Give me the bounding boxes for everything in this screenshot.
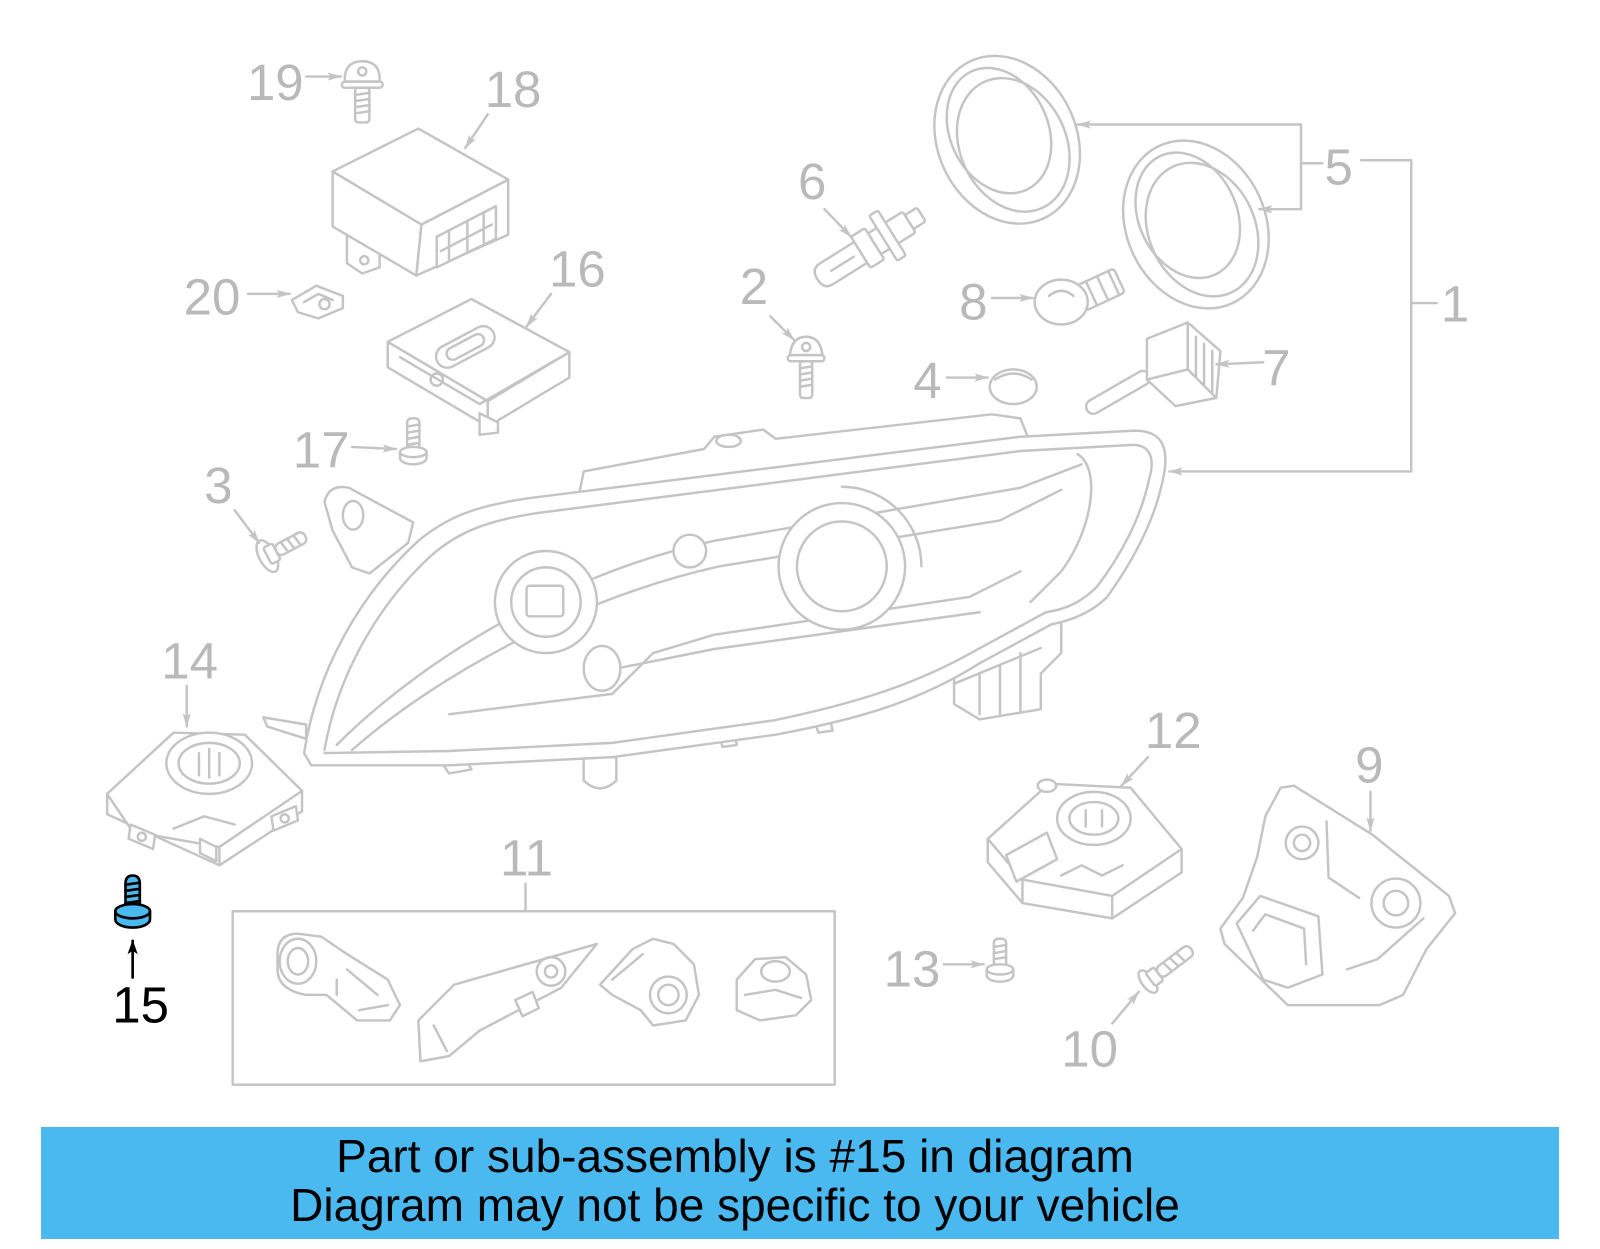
- callout-17: 17: [293, 421, 350, 478]
- callout-13: 13: [884, 941, 941, 998]
- arrow-3: [233, 508, 261, 545]
- part-7-xenon-bulb: [1084, 321, 1222, 416]
- banner-line-disclaimer: Diagram may not be specific to your vehi…: [290, 1179, 1180, 1231]
- arrow-12: [1120, 755, 1150, 787]
- arrow-2: [769, 315, 796, 342]
- callout-16: 16: [549, 241, 606, 298]
- part-15-screw-highlighted: [113, 874, 152, 929]
- part-1-headlamp-assembly: [262, 413, 1167, 790]
- callout-10: 10: [1061, 1020, 1118, 1077]
- arrow-10: [1111, 990, 1140, 1025]
- arrow-16: [525, 292, 553, 328]
- part-17-screw: [398, 417, 428, 466]
- callout-19: 19: [247, 54, 304, 111]
- part-4-cap: [988, 368, 1038, 406]
- callout-3: 3: [204, 457, 232, 514]
- part-16-ballast: [386, 297, 571, 436]
- part-2-screw: [786, 335, 826, 400]
- part-10-bolt: [1137, 945, 1195, 995]
- banner-line-part-reference: Part or sub-assembly is #15 in diagram: [336, 1130, 1134, 1182]
- callout-18: 18: [485, 61, 542, 118]
- callout-1: 1: [1441, 275, 1469, 332]
- part-12-module: [986, 778, 1183, 920]
- arrow-18: [464, 113, 489, 150]
- arrow-17: [350, 444, 398, 453]
- callout-14: 14: [161, 633, 218, 690]
- part-3-bolt: [255, 531, 308, 574]
- part-8-bulb: [1033, 268, 1126, 326]
- callout-2: 2: [740, 258, 768, 315]
- part-20-clip: [290, 284, 345, 320]
- callout-4: 4: [913, 352, 941, 409]
- callout-12: 12: [1145, 702, 1202, 759]
- part-9-bracket: [1219, 784, 1457, 1007]
- callout-5: 5: [1324, 139, 1352, 196]
- callout-6: 6: [798, 153, 826, 210]
- part-13-screw: [985, 937, 1015, 983]
- part-6-bulb: [813, 207, 927, 288]
- leader-1: [1168, 158, 1438, 476]
- callout-8: 8: [959, 273, 987, 330]
- part-14-module: [105, 731, 304, 867]
- callout-7: 7: [1262, 340, 1290, 397]
- leader-5: [1076, 120, 1324, 214]
- part-5-cover-rings: [933, 54, 1270, 310]
- part-19-screw: [340, 60, 384, 124]
- arrow-7: [1215, 359, 1265, 368]
- callout-15: 15: [112, 976, 169, 1033]
- callout-20: 20: [184, 268, 241, 325]
- part-11-component-kit: [231, 910, 836, 1086]
- arrow-6: [823, 207, 853, 238]
- callout-11: 11: [500, 830, 553, 887]
- part-18-control-module: [331, 127, 510, 277]
- callout-9: 9: [1355, 737, 1383, 794]
- info-banner: Part or sub-assembly is #15 in diagram D…: [41, 1127, 1559, 1239]
